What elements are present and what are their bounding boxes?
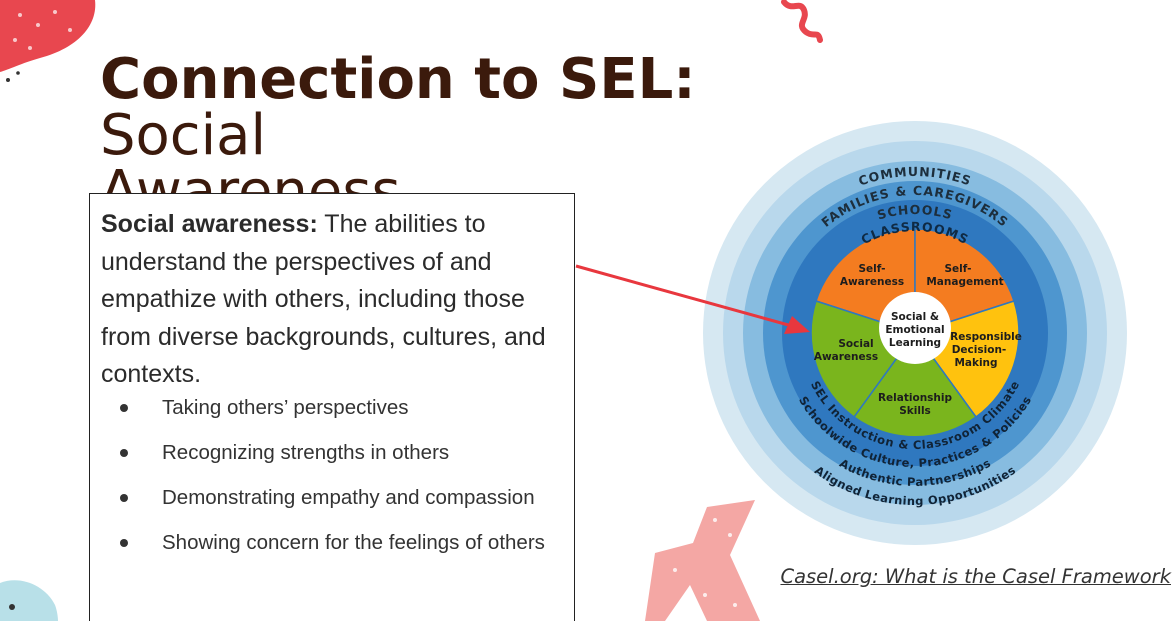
list-item: Showing concern for the feelings of othe… xyxy=(90,527,570,558)
definition-text: The abilities to understand the perspect… xyxy=(101,210,546,388)
svg-text:Skills: Skills xyxy=(899,405,931,417)
decorative-squiggle xyxy=(781,0,823,43)
svg-text:Decision-: Decision- xyxy=(952,344,1007,356)
decorative-blob-bottom-left xyxy=(0,580,58,621)
list-item: Demonstrating empathy and compassion xyxy=(90,482,570,513)
citation-link[interactable]: Casel.org: What is the Casel Framework xyxy=(780,565,1171,588)
center-circle xyxy=(879,292,951,364)
casel-wheel-diagram: Social & Emotional Learning Self- Awaren… xyxy=(703,121,1127,545)
list-item: Recognizing strengths in others xyxy=(90,437,570,468)
bullet-dot xyxy=(120,494,128,502)
definition-term: Social awareness: xyxy=(101,210,318,238)
definition-box: Social awareness: The abilities to under… xyxy=(89,193,575,621)
svg-text:Awareness: Awareness xyxy=(840,276,904,288)
svg-text:Awareness: Awareness xyxy=(814,351,878,363)
pointer-arrow xyxy=(575,264,810,334)
svg-text:Self-: Self- xyxy=(858,263,885,275)
bullet-dot xyxy=(120,449,128,457)
bullet-dot xyxy=(120,404,128,412)
svg-text:Self-: Self- xyxy=(944,263,971,275)
svg-text:Learning: Learning xyxy=(889,337,941,349)
svg-text:Social &: Social & xyxy=(891,311,939,323)
bullet-dot xyxy=(120,539,128,547)
svg-text:Management: Management xyxy=(926,276,1003,288)
list-item: Taking others’ perspectives xyxy=(90,392,570,423)
svg-text:Making: Making xyxy=(954,357,997,369)
title-bold: Connection to SEL: xyxy=(100,47,696,112)
segment-relationship-skills xyxy=(852,331,978,438)
definition-paragraph: Social awareness: The abilities to under… xyxy=(101,206,571,394)
svg-text:Relationship: Relationship xyxy=(878,392,953,404)
svg-text:Responsible: Responsible xyxy=(950,331,1022,343)
svg-text:Social: Social xyxy=(838,338,873,350)
svg-text:Emotional: Emotional xyxy=(885,324,944,336)
decorative-zigzag-bottom xyxy=(645,500,760,621)
bullet-list: Taking others’ perspectives Recognizing … xyxy=(90,392,570,572)
decorative-blob-top-left xyxy=(0,0,96,82)
title-light-line1: Social xyxy=(100,103,267,168)
